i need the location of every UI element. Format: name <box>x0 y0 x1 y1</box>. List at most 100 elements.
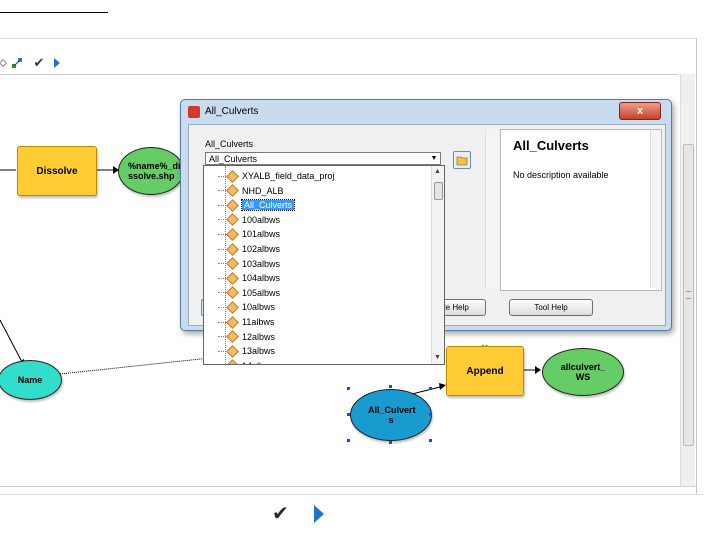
model-canvas[interactable] <box>0 74 678 487</box>
dataset-diamond-icon <box>226 344 239 358</box>
dataset-diamond-icon <box>226 286 239 300</box>
horizontal-divider <box>0 486 696 487</box>
dropdown-item[interactable]: XYALB_field_data_proj <box>218 169 334 183</box>
dataset-diamond-icon <box>226 271 239 285</box>
selection-handle[interactable] <box>347 387 350 390</box>
dropdown-item-label: 103albws <box>242 258 281 269</box>
tree-connector <box>218 277 226 279</box>
dataset-diamond-icon <box>226 330 239 343</box>
dropdown-item[interactable]: 13albws <box>218 344 275 358</box>
tree-connector <box>218 306 226 308</box>
dropdown-scroll-thumb[interactable] <box>434 182 443 200</box>
scroll-down-icon[interactable]: ▼ <box>434 354 441 361</box>
dissolve-output-node[interactable]: %name%_di ssolve.shp <box>118 147 184 195</box>
dataset-diamond-icon <box>226 315 239 329</box>
tree-connector <box>218 350 226 352</box>
dropdown-item[interactable]: 14albws <box>218 359 275 364</box>
tree-connector <box>218 336 226 338</box>
dropdown-item[interactable]: 101albws <box>218 227 280 241</box>
dropdown-item[interactable]: 10albws <box>218 300 275 314</box>
dropdown-item[interactable]: 12albws <box>218 330 275 344</box>
tree-connector <box>218 219 226 221</box>
selection-handle[interactable] <box>429 387 432 390</box>
dataset-diamond-icon <box>226 169 239 183</box>
selection-handle[interactable] <box>429 439 432 442</box>
tree-connector <box>218 175 226 177</box>
select-icon[interactable]: ⬦ <box>0 56 7 69</box>
dataset-diamond-icon <box>226 242 239 256</box>
dataset-combobox[interactable]: All_Culverts ▼ <box>205 152 441 165</box>
dissolve-tool-node[interactable]: Dissolve <box>17 146 97 196</box>
run-icon[interactable] <box>50 56 64 70</box>
dropdown-item-label: 12albws <box>242 331 276 342</box>
all-culverts-input-label: All_Culvert s <box>368 405 416 425</box>
dropdown-item-label: 14albws <box>242 361 275 364</box>
dropdown-scrollbar[interactable]: ▲ ▼ <box>431 166 444 364</box>
dataset-diamond-icon <box>226 213 239 227</box>
dropdown-item[interactable]: 100albws <box>218 213 280 227</box>
dataset-diamond-icon <box>226 301 239 314</box>
dropdown-item-label: XYALB_field_data_proj <box>242 171 335 181</box>
dropdown-item[interactable]: 102albws <box>218 242 280 256</box>
connect-icon[interactable] <box>10 56 24 70</box>
model-toolbar: ⬦ ✔ <box>0 55 120 72</box>
help-pane: All_Culverts No description available <box>500 129 662 291</box>
selection-handle[interactable] <box>389 385 392 388</box>
scroll-up-icon[interactable]: ▲ <box>434 168 441 175</box>
tree-connector <box>218 248 226 250</box>
parameter-label: All_Culverts <box>205 139 254 149</box>
tree-line <box>225 166 226 364</box>
bottom-toolbar: ✔ <box>0 494 704 533</box>
dropdown-item[interactable]: 104albws <box>218 271 280 285</box>
dataset-diamond-icon <box>226 184 239 197</box>
dataset-diamond-icon <box>226 257 239 270</box>
selection-handle[interactable] <box>389 441 392 444</box>
close-button[interactable]: x <box>619 102 661 120</box>
parameters-scrollbar[interactable] <box>485 129 498 289</box>
checkmark-icon[interactable]: ✔ <box>272 503 289 525</box>
tool-help-label: Tool Help <box>534 303 568 312</box>
dropdown-item-label: 11albws <box>242 317 275 327</box>
dataset-diamond-icon <box>226 359 239 364</box>
dropdown-item-label: 100albws <box>242 214 281 225</box>
dissolve-output-label: %name%_di ssolve.shp <box>128 161 181 181</box>
dropdown-item-label: 102albws <box>242 244 281 254</box>
dropdown-item-label: 104albws <box>242 273 281 284</box>
tree-connector <box>218 263 226 265</box>
tree-connector <box>218 292 226 294</box>
tree-connector <box>218 204 226 206</box>
scrollbar-thumb[interactable] <box>683 144 694 446</box>
validate-icon[interactable]: ✔ <box>33 55 45 70</box>
dialog-title: All_Culverts <box>205 106 259 117</box>
combobox-value: All_Culverts <box>209 154 258 164</box>
selection-handle[interactable] <box>347 439 350 442</box>
help-description: No description available <box>513 170 609 180</box>
dropdown-item[interactable]: 11albws <box>218 315 274 329</box>
dropdown-item[interactable]: 105albws <box>218 286 280 300</box>
tool-help-button[interactable]: Tool Help <box>509 299 593 316</box>
dropdown-item-label: 105albws <box>242 287 281 298</box>
name-variable-label: Name <box>17 375 43 385</box>
dropdown-item[interactable]: All_Culverts <box>218 198 296 212</box>
append-label: Append <box>466 365 504 377</box>
append-output-node[interactable]: allculvert_ WS <box>542 348 624 396</box>
name-variable-node[interactable]: Name <box>0 360 62 400</box>
dropdown-item[interactable]: NHD_ALB <box>218 184 284 198</box>
dialog-app-icon <box>188 106 200 118</box>
append-output-label: allculvert_ WS <box>560 362 606 382</box>
tree-connector <box>218 233 226 235</box>
folder-open-icon[interactable] <box>453 151 471 169</box>
selection-handle[interactable] <box>429 413 432 416</box>
help-scrollbar[interactable] <box>650 130 661 288</box>
vertical-scrollbar[interactable] <box>680 74 695 486</box>
tree-connector <box>218 321 226 323</box>
selection-handle[interactable] <box>347 413 350 416</box>
play-icon[interactable] <box>314 505 324 523</box>
dropdown-item[interactable]: 103albws <box>218 257 280 271</box>
append-tool-node[interactable]: Append <box>446 346 524 396</box>
dataset-diamond-icon <box>226 228 239 241</box>
top-link-underline <box>0 0 108 13</box>
all-culverts-input-node[interactable]: All_Culvert s <box>350 389 432 441</box>
chevron-down-icon[interactable]: ▼ <box>430 155 438 162</box>
